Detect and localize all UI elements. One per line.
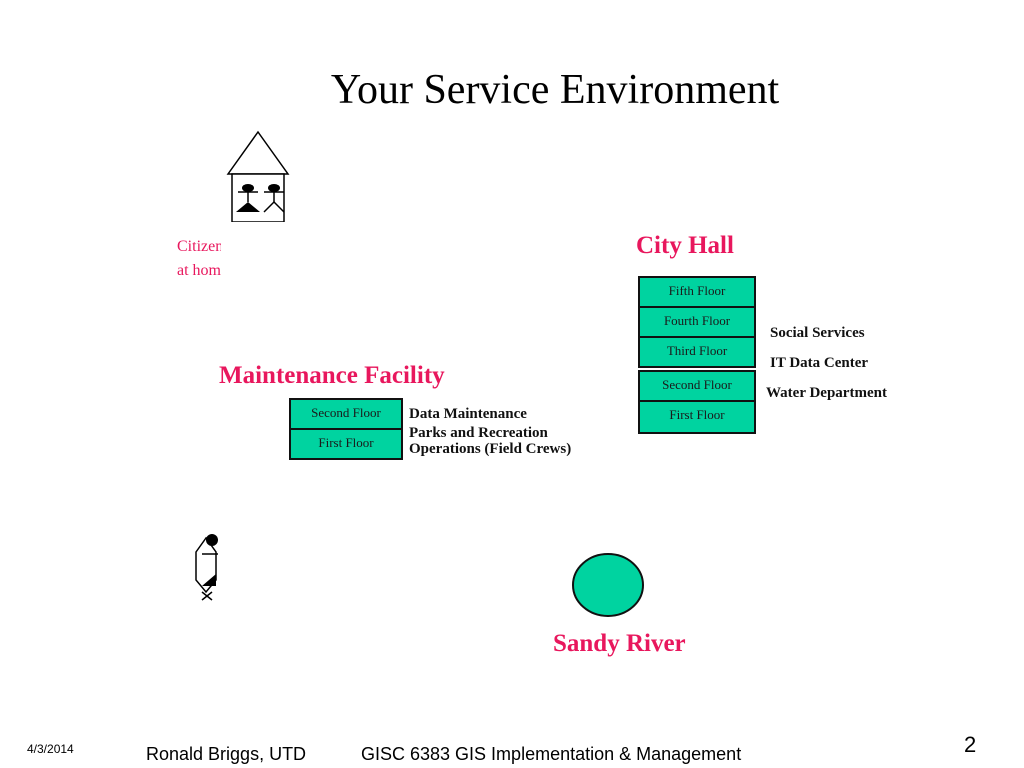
maintenance-floor-1: First Floor <box>289 428 403 460</box>
footer-course: GISC 6383 GIS Implementation & Managemen… <box>361 744 742 764</box>
house-icon <box>226 130 290 223</box>
city-hall-building: Fifth Floor Fourth Floor Third Floor Sec… <box>638 276 758 436</box>
sandy-river-label: Sandy River <box>553 630 686 657</box>
city-hall-floor-4: Fourth Floor <box>638 306 756 338</box>
citizen-label: Citizens at home <box>177 238 221 279</box>
city-hall-dept-social-services: Social Services <box>770 325 865 341</box>
page-number: 2 <box>964 732 977 757</box>
city-hall-dept-water-department: Water Department <box>766 385 887 401</box>
river-icon <box>572 553 644 617</box>
field-worker-icon <box>195 534 218 601</box>
maintenance-dept-parks-recreation: Parks and Recreation <box>409 425 548 441</box>
city-hall-dept-it-data-center: IT Data Center <box>770 355 869 371</box>
city-hall-floor-1: First Floor <box>638 400 756 434</box>
maintenance-building: Second Floor First Floor <box>289 398 405 462</box>
city-hall-floor-2: Second Floor <box>638 370 756 402</box>
maintenance-floor-2: Second Floor <box>289 398 403 430</box>
city-hall-floor-3: Third Floor <box>638 336 756 368</box>
maintenance-facility-label: Maintenance Facility <box>219 362 445 389</box>
city-hall-label: City Hall <box>636 232 734 259</box>
footer-date: 4/3/2014 <box>27 742 74 756</box>
maintenance-dept-operations: Operations (Field Crews) <box>409 441 572 457</box>
slide-title: Your Service Environment <box>330 67 780 113</box>
footer-author: Ronald Briggs, UTD <box>146 744 307 764</box>
family-icon <box>236 184 285 213</box>
maintenance-dept-data-maintenance: Data Maintenance <box>409 406 527 422</box>
city-hall-floor-5: Fifth Floor <box>638 276 756 308</box>
